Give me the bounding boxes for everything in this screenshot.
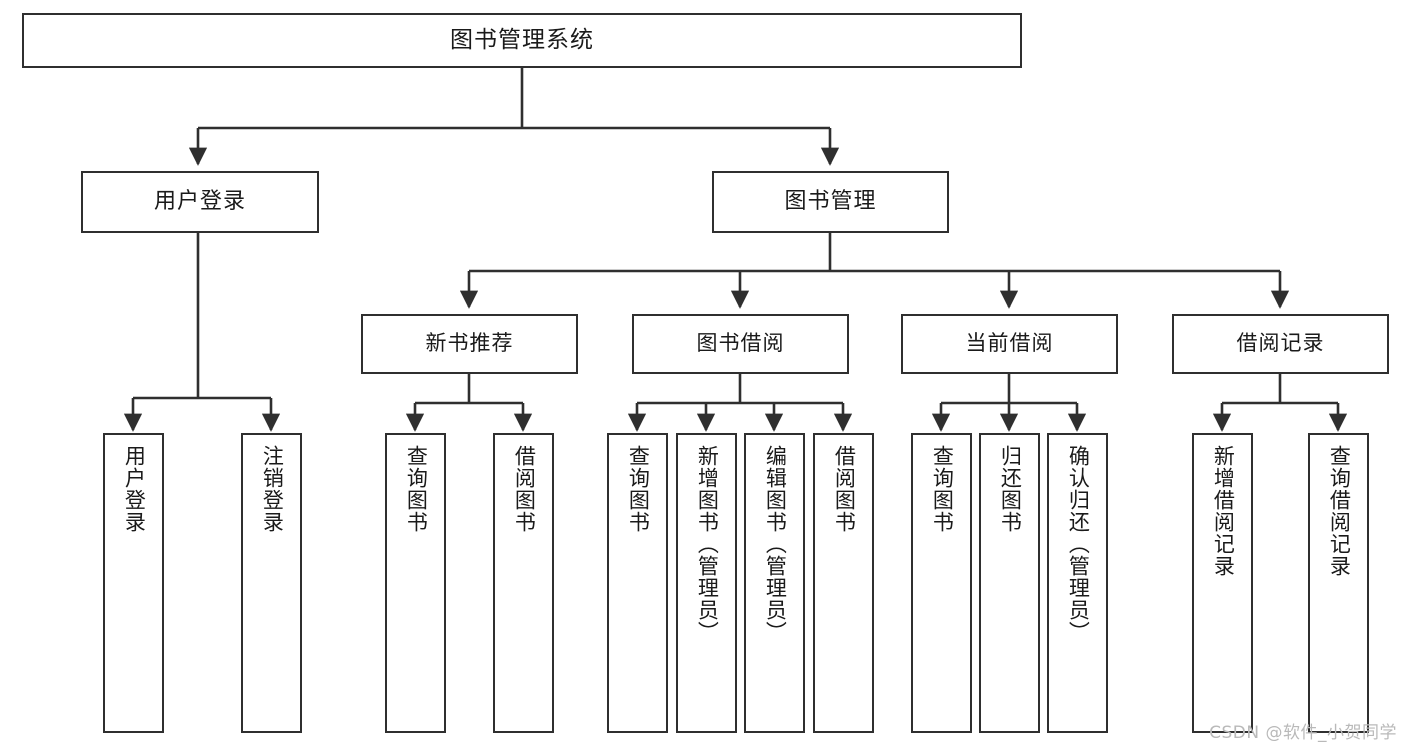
node-leaf-current-query-label: 查询图书	[930, 445, 955, 533]
node-book-management-label: 图书管理	[784, 188, 877, 214]
node-leaf-add-borrow-record[interactable]: 新增借阅记录	[1192, 433, 1253, 733]
node-book-management[interactable]: 图书管理	[712, 171, 949, 233]
node-user-login[interactable]: 用户登录	[81, 171, 319, 233]
node-current-borrow-label: 当前借阅	[965, 331, 1054, 356]
node-book-borrow[interactable]: 图书借阅	[632, 314, 849, 374]
node-leaf-current-query[interactable]: 查询图书	[911, 433, 972, 733]
node-book-borrow-label: 图书借阅	[696, 331, 785, 356]
node-leaf-borrow-query[interactable]: 查询图书	[607, 433, 668, 733]
node-leaf-newbook-query-label: 查询图书	[404, 445, 429, 533]
node-leaf-query-borrow-record[interactable]: 查询借阅记录	[1308, 433, 1369, 733]
node-leaf-user-login-label: 用户登录	[122, 445, 147, 533]
node-leaf-borrow-book-label: 借阅图书	[832, 445, 857, 533]
node-borrow-records-label: 借阅记录	[1236, 331, 1325, 356]
node-borrow-records[interactable]: 借阅记录	[1172, 314, 1389, 374]
node-root[interactable]: 图书管理系统	[22, 13, 1022, 68]
node-leaf-logout-label: 注销登录	[260, 445, 285, 533]
node-leaf-confirm-return-admin-label: 确认归还（管理员）	[1066, 445, 1091, 643]
node-leaf-newbook-borrow[interactable]: 借阅图书	[493, 433, 554, 733]
node-leaf-edit-book-admin-label: 编辑图书（管理员）	[763, 445, 788, 643]
node-new-book-recommend-label: 新书推荐	[425, 331, 514, 356]
node-root-label: 图书管理系统	[450, 26, 594, 53]
watermark: CSDN @软件_小贺同学	[1209, 723, 1397, 743]
node-leaf-add-book-admin-label: 新增图书（管理员）	[695, 445, 720, 643]
node-leaf-logout[interactable]: 注销登录	[241, 433, 302, 733]
node-user-login-label: 用户登录	[153, 188, 246, 214]
node-leaf-return-book-label: 归还图书	[998, 445, 1023, 533]
node-leaf-add-book-admin[interactable]: 新增图书（管理员）	[676, 433, 737, 733]
node-leaf-newbook-borrow-label: 借阅图书	[512, 445, 537, 533]
node-leaf-query-borrow-record-label: 查询借阅记录	[1327, 445, 1352, 577]
node-leaf-confirm-return-admin[interactable]: 确认归还（管理员）	[1047, 433, 1108, 733]
node-current-borrow[interactable]: 当前借阅	[901, 314, 1118, 374]
node-leaf-return-book[interactable]: 归还图书	[979, 433, 1040, 733]
node-new-book-recommend[interactable]: 新书推荐	[361, 314, 578, 374]
node-leaf-user-login[interactable]: 用户登录	[103, 433, 164, 733]
node-leaf-newbook-query[interactable]: 查询图书	[385, 433, 446, 733]
node-leaf-borrow-book[interactable]: 借阅图书	[813, 433, 874, 733]
node-leaf-add-borrow-record-label: 新增借阅记录	[1211, 445, 1236, 577]
node-leaf-borrow-query-label: 查询图书	[626, 445, 651, 533]
node-leaf-edit-book-admin[interactable]: 编辑图书（管理员）	[744, 433, 805, 733]
